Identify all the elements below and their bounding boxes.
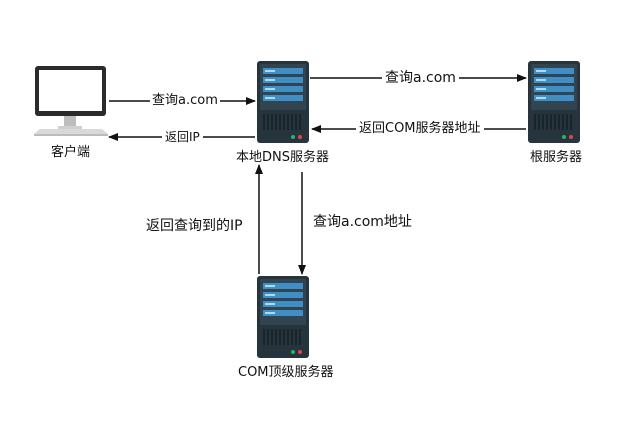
server-icon-root	[528, 61, 580, 143]
edge-label-root-to-local: 返回COM服务器地址	[356, 122, 484, 135]
edge-label-local-to-root: 查询a.com	[382, 71, 459, 85]
node-label-com-tld: COM顶级服务器	[238, 365, 334, 380]
node-label-root: 根服务器	[530, 150, 583, 165]
edge-label-com-to-local: 返回查询到的IP	[146, 218, 243, 234]
server-icon-com-tld	[257, 276, 309, 358]
node-label-local-dns: 本地DNS服务器	[236, 150, 329, 165]
edge-label-local-to-com: 查询a.com地址	[313, 214, 412, 230]
edge-label-local-to-client: 返回IP	[162, 131, 203, 143]
server-icon-local-dns	[257, 61, 309, 143]
edge-label-client-to-local: 查询a.com	[150, 93, 220, 108]
computer-icon	[34, 66, 108, 136]
node-label-client: 客户端	[51, 145, 91, 160]
